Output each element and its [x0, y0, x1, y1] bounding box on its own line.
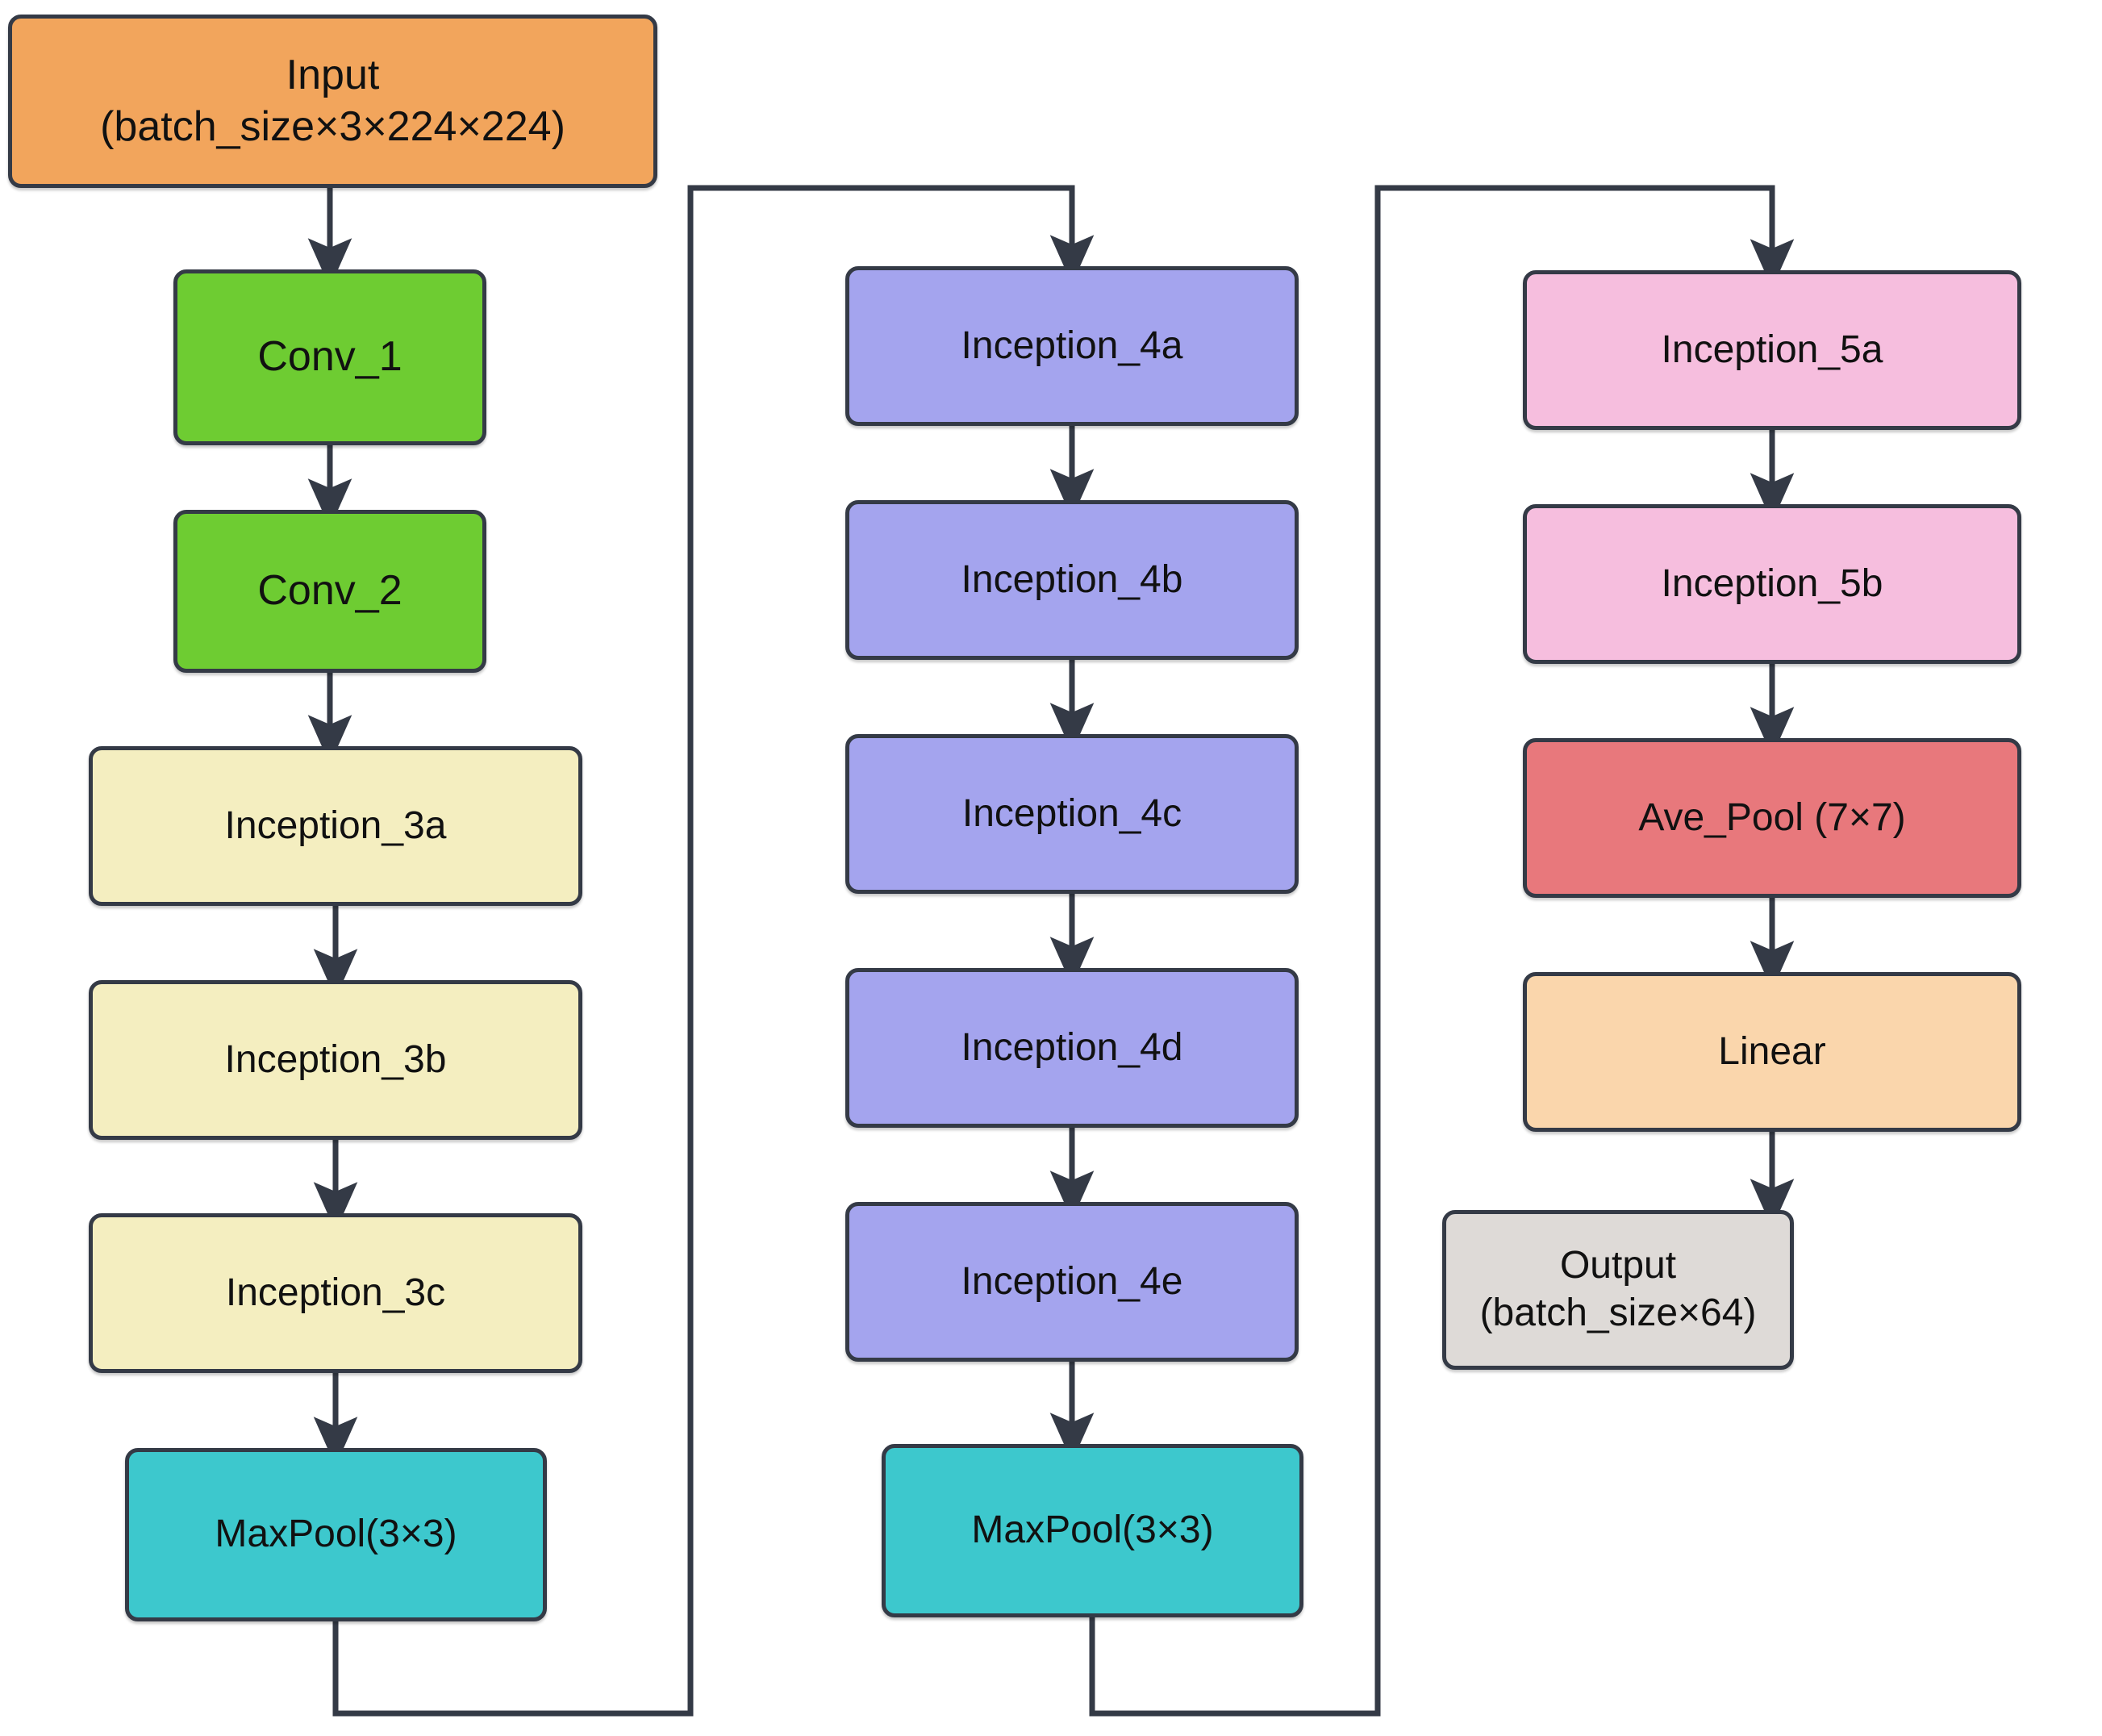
- node-inception-4d[interactable]: Inception_4d: [845, 968, 1299, 1128]
- node-inception-3b-label: Inception_3b: [224, 1037, 447, 1081]
- node-conv-2-label: Conv_2: [257, 567, 402, 615]
- node-inception-5a-label: Inception_5a: [1661, 328, 1883, 371]
- node-inception-4d-label: Inception_4d: [961, 1025, 1183, 1069]
- node-inception-4b[interactable]: Inception_4b: [845, 500, 1299, 660]
- node-linear[interactable]: Linear: [1523, 972, 2021, 1132]
- node-inception-4a[interactable]: Inception_4a: [845, 266, 1299, 426]
- node-conv-1-label: Conv_1: [257, 333, 402, 381]
- node-maxpool-2-label: MaxPool(3×3): [971, 1509, 1214, 1552]
- node-conv-2[interactable]: Conv_2: [173, 510, 486, 673]
- node-inception-4c-label: Inception_4c: [961, 791, 1182, 835]
- node-maxpool-1[interactable]: MaxPool(3×3): [125, 1448, 547, 1621]
- node-inception-4a-label: Inception_4a: [961, 323, 1183, 367]
- node-inception-3c-label: Inception_3c: [225, 1271, 446, 1314]
- node-inception-5b-label: Inception_5b: [1661, 561, 1883, 605]
- node-inception-4c[interactable]: Inception_4c: [845, 734, 1299, 894]
- node-ave-pool[interactable]: Ave_Pool (7×7): [1523, 738, 2021, 898]
- node-output[interactable]: Output (batch_size×64): [1442, 1210, 1794, 1370]
- node-inception-3a[interactable]: Inception_3a: [89, 746, 582, 906]
- node-maxpool-1-label: MaxPool(3×3): [215, 1513, 457, 1556]
- node-input[interactable]: Input (batch_size×3×224×224): [8, 15, 657, 188]
- node-inception-3c[interactable]: Inception_3c: [89, 1213, 582, 1373]
- node-input-label: Input (batch_size×3×224×224): [100, 52, 565, 150]
- node-ave-pool-label: Ave_Pool (7×7): [1638, 795, 1906, 839]
- node-inception-5a[interactable]: Inception_5a: [1523, 270, 2021, 430]
- node-inception-5b[interactable]: Inception_5b: [1523, 504, 2021, 664]
- node-maxpool-2[interactable]: MaxPool(3×3): [882, 1444, 1303, 1617]
- node-inception-4b-label: Inception_4b: [961, 557, 1183, 601]
- node-inception-3a-label: Inception_3a: [224, 803, 447, 847]
- node-conv-1[interactable]: Conv_1: [173, 269, 486, 445]
- node-linear-label: Linear: [1718, 1029, 1826, 1073]
- node-inception-4e-label: Inception_4e: [961, 1259, 1183, 1303]
- node-output-label: Output (batch_size×64): [1479, 1244, 1757, 1334]
- node-inception-3b[interactable]: Inception_3b: [89, 980, 582, 1140]
- node-inception-4e[interactable]: Inception_4e: [845, 1202, 1299, 1362]
